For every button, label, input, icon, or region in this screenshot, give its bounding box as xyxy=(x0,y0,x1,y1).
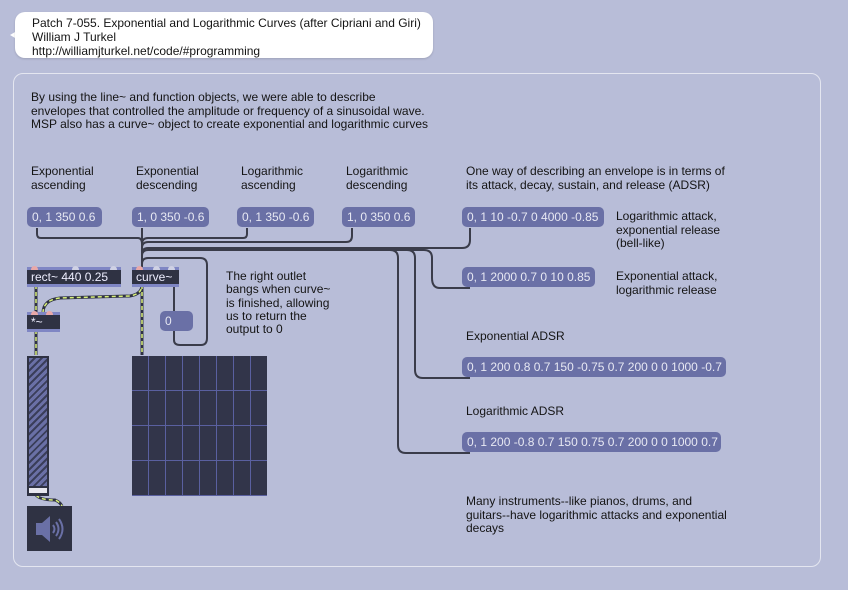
cord-msg3-curve xyxy=(141,228,248,245)
label-exponential-ascending: Exponential ascending xyxy=(31,164,94,192)
content-panel xyxy=(13,73,821,567)
level-meter-fill xyxy=(29,358,47,486)
inlet[interactable] xyxy=(136,266,143,270)
label-exponential-descending: Exponential descending xyxy=(136,164,199,192)
outlet-comment: The right outlet bangs when curve~ is fi… xyxy=(226,269,331,337)
message-zero[interactable]: 0 xyxy=(160,311,193,331)
message-exp-attack-log-release[interactable]: 0, 1 2000 0.7 0 10 0.85 xyxy=(462,267,595,287)
adsr-intro-comment: One way of describing an envelope is in … xyxy=(466,164,725,192)
bell-envelope-comment: Logarithmic attack, exponential release … xyxy=(616,209,721,250)
speaker-icon xyxy=(36,516,64,542)
level-meter[interactable] xyxy=(27,356,49,496)
rect-oscillator-object[interactable]: rect~ 440 0.25 xyxy=(27,266,121,287)
inlet[interactable] xyxy=(168,266,175,270)
message-exponential-descending[interactable]: 1, 0 350 -0.6 xyxy=(132,207,209,227)
inlet[interactable] xyxy=(72,266,79,270)
message-logarithmic-adsr[interactable]: 0, 1 200 -0.8 0.7 150 0.75 0.7 200 0 0 1… xyxy=(462,432,721,452)
message-exponential-adsr[interactable]: 0, 1 200 0.8 0.7 150 -0.75 0.7 200 0 0 1… xyxy=(462,357,726,377)
intro-comment: By using the line~ and function objects,… xyxy=(31,90,428,131)
exponential-adsr-label: Exponential ADSR xyxy=(466,329,565,343)
logarithmic-adsr-label: Logarithmic ADSR xyxy=(466,404,565,418)
multiply-signal-object[interactable]: *~ xyxy=(27,311,60,332)
cord-msg4-curve xyxy=(141,228,353,249)
header-comment-bubble: Patch 7-055. Exponential and Logarithmic… xyxy=(15,12,433,58)
curve-object-label: curve~ xyxy=(136,270,173,284)
oscilloscope-display[interactable] xyxy=(132,356,267,496)
control-cords xyxy=(36,228,471,454)
cord-adsr2-curve xyxy=(389,249,470,454)
audio-output-toggle[interactable] xyxy=(27,506,72,551)
cord-env1-curve xyxy=(141,228,471,255)
inlet[interactable] xyxy=(110,266,117,270)
patch-title: Patch 7-055. Exponential and Logarithmic… xyxy=(32,16,421,30)
footer-comment: Many instruments--like pianos, drums, an… xyxy=(466,494,727,535)
message-logarithmic-descending[interactable]: 1, 0 350 0.6 xyxy=(342,207,415,227)
cord-curve-outlet-zero xyxy=(141,257,208,346)
patch-author: William J Turkel xyxy=(32,30,117,44)
patch-url: http://williamjturkel.net/code/#programm… xyxy=(32,44,261,58)
label-logarithmic-descending: Logarithmic descending xyxy=(346,164,409,192)
label-logarithmic-ascending: Logarithmic ascending xyxy=(241,164,304,192)
level-meter-clip-indicator xyxy=(29,488,47,493)
multiply-object-label: *~ xyxy=(31,315,43,329)
header-comment-text: Patch 7-055. Exponential and Logarithmic… xyxy=(32,16,421,58)
inlet[interactable] xyxy=(31,266,38,270)
curve-object[interactable]: curve~ xyxy=(132,266,179,287)
rect-object-label: rect~ 440 0.25 xyxy=(31,270,109,284)
inlet[interactable] xyxy=(31,311,38,315)
message-exponential-ascending[interactable]: 0, 1 350 0.6 xyxy=(27,207,102,227)
message-logarithmic-ascending[interactable]: 0, 1 350 -0.6 xyxy=(237,207,314,227)
inlet[interactable] xyxy=(46,311,53,315)
exp-attack-log-release-comment: Exponential attack, logarithmic release xyxy=(616,269,718,297)
cord-env2-curve xyxy=(141,249,470,289)
inlet[interactable] xyxy=(153,266,160,270)
signal-cords xyxy=(35,284,143,507)
cord-adsr1-curve xyxy=(406,249,470,379)
message-bell-envelope[interactable]: 0, 1 10 -0.7 0 4000 -0.85 xyxy=(462,207,604,227)
